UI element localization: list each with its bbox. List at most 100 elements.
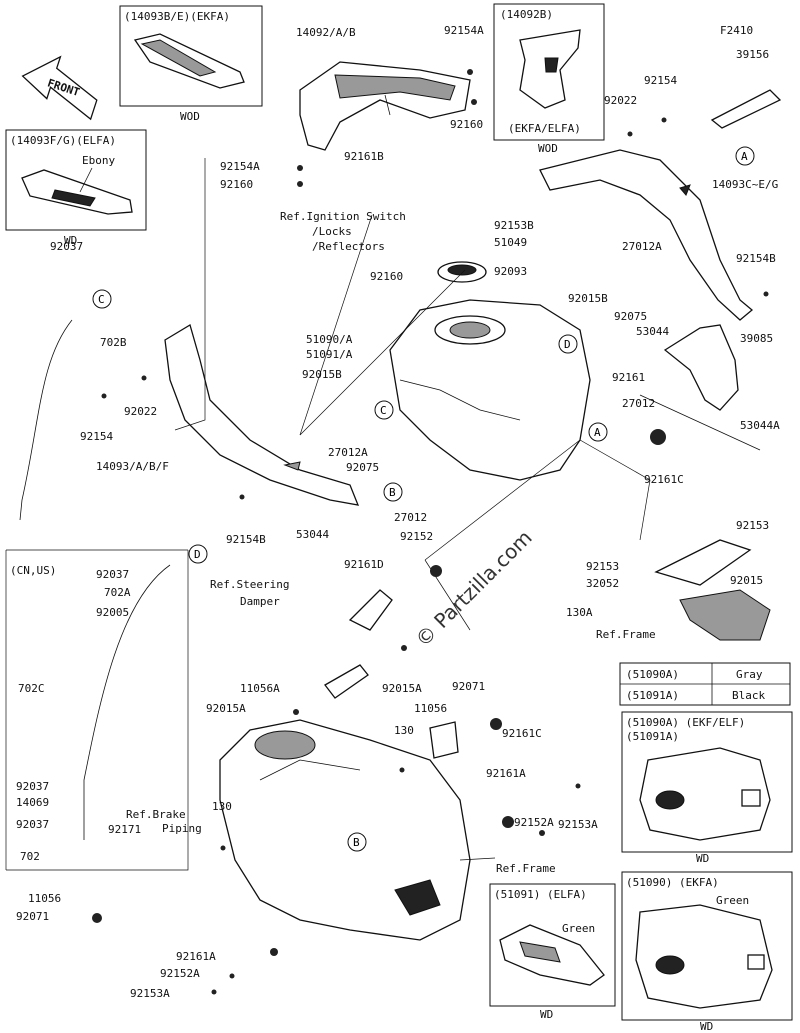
color-part: (51090A) [626,668,679,681]
part-label: 39085 [740,332,773,345]
bracket-11056a [324,664,369,699]
part-label: 11056 [28,892,61,905]
part-label: 11056A [240,682,280,695]
inset-14093fg: (14093F/G)(ELFA) Ebony WD [5,129,147,247]
part-label: 92161D [344,558,384,571]
fuel-tank-part [389,299,591,481]
bracket-11056 [429,721,459,759]
part-label: 92005 [96,606,129,619]
part-label: 702C [18,682,45,695]
part-label: 92037 [16,780,49,793]
inset-footer: WD [540,1008,553,1021]
inset-header: (14092B) [500,8,553,21]
callout-a: A [594,426,601,439]
front-arrow-icon: FRONT [21,55,98,121]
leader-lines [5,158,651,871]
part-label: 51091/A [306,348,353,361]
part-label: 92153B [494,219,534,232]
tube-702b [19,319,73,521]
part-label: Damper [240,595,280,608]
inset-color: Green [562,922,595,935]
inset-14093be: (14093B/E)(EKFA) WOD [119,5,263,123]
color-table: (51090A) Gray (51091A) Black [619,662,791,706]
part-label: 92161B [344,150,384,163]
part-label: 14093C~E/G [712,178,778,191]
part-label: 130 [212,800,232,813]
part-label: 92160 [370,270,403,283]
color-name: Gray [736,668,763,681]
inset-footer: WOD [538,142,558,155]
part-label: 702 [20,850,40,863]
color-part: (51091A) [626,689,679,702]
inset-header: (CN,US) [10,564,56,577]
callout-b: B [389,486,396,499]
part-label: 92015 [730,574,763,587]
part-label: 92022 [604,94,637,107]
part-label: 702B [100,336,127,349]
part-label: /Reflectors [312,240,385,253]
part-label: Ref.Brake [126,808,186,821]
callouts: A A B B C C D D [92,146,755,852]
part-labels: 14092/A/B 92154A 92160 92161B 92154A 921… [16,24,780,1000]
inset-footer: WD [64,234,77,247]
part-label: 92154 [80,430,113,443]
part-label: 92022 [124,405,157,418]
callout-c: C [380,404,387,417]
inset-51091: (51091) (ELFA) Green WD [489,883,616,1021]
frame-ref-part [679,589,771,641]
part-label: 92015A [206,702,246,715]
inset-14092b: (14092B) (EKFA/ELFA) WOD [493,3,605,155]
watermark: © Partzilla.com [411,525,537,651]
part-label: 92153 [586,560,619,573]
part-label: 92071 [452,680,485,693]
inset-footer: WOD [180,110,200,123]
part-label: 39156 [736,48,769,61]
part-label: 92015B [302,368,342,381]
inset-color: Ebony [82,154,115,167]
strip-53044a [639,394,761,451]
part-label: 53044A [740,419,780,432]
part-label: 27012 [622,397,655,410]
inset-footer: WD [700,1020,713,1033]
part-label: 92154A [444,24,484,37]
part-label: 27012A [328,446,368,459]
inset-footer: WD [696,852,709,865]
part-label: 92154B [736,252,776,265]
part-label: 92161C [644,473,684,486]
fuel-tank-lower-part [219,719,471,941]
part-label: 92154B [226,533,266,546]
model-code: F2410 [720,24,753,37]
part-label: 92153 [736,519,769,532]
part-label: 53044 [296,528,329,541]
part-label: Piping [162,822,202,835]
left-side-cover-part [164,324,360,506]
part-label: 51090/A [306,333,353,346]
part-label: 92160 [450,118,483,131]
part-label: Ref.Frame [596,628,656,641]
tube-702c [83,564,171,840]
fuel-cap-part [437,261,487,283]
hardware-dots [92,69,769,995]
part-label: 702A [104,586,131,599]
color-name: Black [732,689,765,702]
callout-d: D [194,548,201,561]
inset-color: Green [716,894,749,907]
part-label: 92171 [108,823,141,836]
part-label: 11056 [414,702,447,715]
part-label: 92154 [644,74,677,87]
inset-51090: (51090) (EKFA) Green WD [621,871,793,1033]
part-label: 92015A [382,682,422,695]
part-label: 92152A [160,967,200,980]
part-label: 92153A [558,818,598,831]
part-label: 92152A [514,816,554,829]
part-label: 14092/A/B [296,26,356,39]
inset-sub: (EKFA/ELFA) [508,122,581,135]
part-label: 92161 [612,371,645,384]
part-label: 92161C [502,727,542,740]
part-label: 92071 [16,910,49,923]
part-label: 92075 [614,310,647,323]
part-label: 27012 [394,511,427,524]
part-label: 92093 [494,265,527,278]
inset-header: (51090A) (EKF/ELF) [626,716,745,729]
